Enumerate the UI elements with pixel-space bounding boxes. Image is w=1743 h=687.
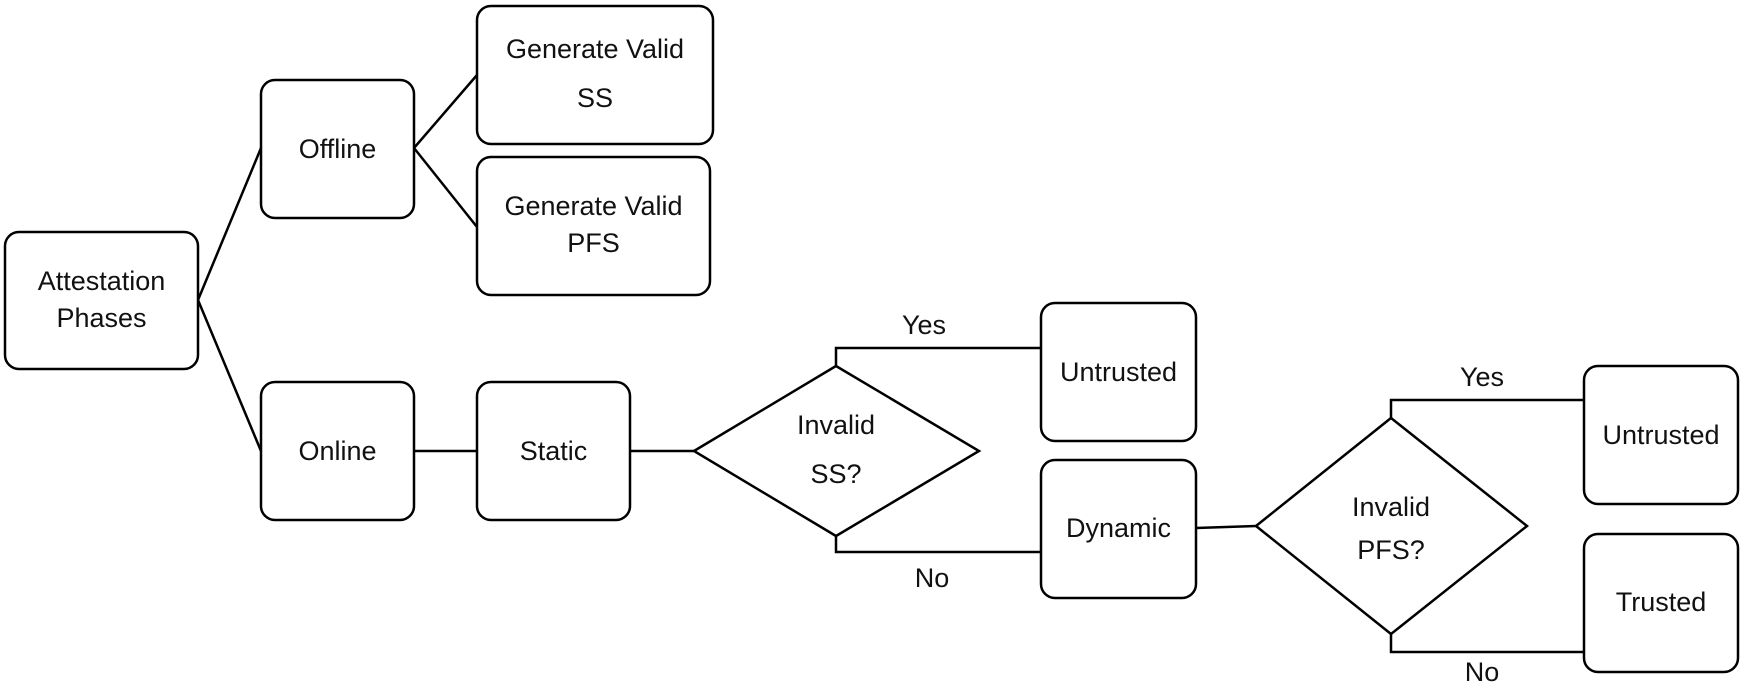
node-offline: Offline xyxy=(259,78,416,220)
edge-attestation-offline xyxy=(196,147,263,301)
edge-invalid-pfs-yes xyxy=(1389,398,1584,418)
node-online: Online xyxy=(259,380,416,522)
node-static-label: Static xyxy=(520,436,588,466)
edge-attestation-online xyxy=(196,299,263,452)
node-generate-valid-pfs: Generate Valid PFS xyxy=(475,155,712,297)
edge-offline-gen-pfs xyxy=(413,147,478,228)
edge-label-ss-no: No xyxy=(915,563,950,593)
node-generate-valid-ss: Generate Valid SS xyxy=(475,4,715,146)
node-untrusted-pfs-label: Untrusted xyxy=(1602,420,1719,450)
node-generate-valid-ss-line-2: SS xyxy=(577,83,613,113)
node-offline-label: Offline xyxy=(299,134,377,164)
edge-offline-gen-ss xyxy=(413,74,478,149)
node-generate-valid-pfs-line-1: Generate Valid xyxy=(504,191,682,221)
node-attestation-phases: Attestation Phases xyxy=(3,230,200,371)
node-static: Static xyxy=(475,380,632,522)
node-untrusted-ss: Untrusted xyxy=(1039,301,1198,443)
node-untrusted-ss-label: Untrusted xyxy=(1060,357,1177,387)
node-invalid-pfs-line-1: Invalid xyxy=(1352,492,1430,522)
node-trusted: Trusted xyxy=(1582,532,1740,674)
edge-label-pfs-yes: Yes xyxy=(1460,362,1504,392)
node-untrusted-pfs: Untrusted xyxy=(1582,364,1740,506)
node-generate-valid-ss-line-1: Generate Valid xyxy=(506,34,684,64)
edge-invalid-ss-no xyxy=(834,536,1041,554)
node-invalid-ss-decision: Invalid SS? xyxy=(691,364,982,538)
node-invalid-pfs-line-2: PFS? xyxy=(1357,535,1425,565)
node-invalid-ss-line-1: Invalid xyxy=(797,410,875,440)
edge-dynamic-invalid-pfs xyxy=(1195,524,1257,530)
edge-invalid-pfs-no xyxy=(1389,634,1584,654)
node-dynamic-label: Dynamic xyxy=(1066,513,1171,543)
node-attestation-phases-line-2: Phases xyxy=(56,303,146,333)
connectors xyxy=(196,74,1584,654)
node-attestation-phases-line-1: Attestation xyxy=(38,266,166,296)
edge-label-pfs-no: No xyxy=(1465,657,1500,687)
node-generate-valid-pfs-line-2: PFS xyxy=(567,228,620,258)
node-dynamic: Dynamic xyxy=(1039,458,1198,600)
node-invalid-pfs-decision: Invalid PFS? xyxy=(1253,416,1530,636)
node-invalid-ss-line-2: SS? xyxy=(810,459,861,489)
edge-invalid-ss-yes xyxy=(834,346,1041,366)
edge-label-ss-yes: Yes xyxy=(902,310,946,340)
node-trusted-label: Trusted xyxy=(1616,587,1707,617)
node-online-label: Online xyxy=(298,436,376,466)
